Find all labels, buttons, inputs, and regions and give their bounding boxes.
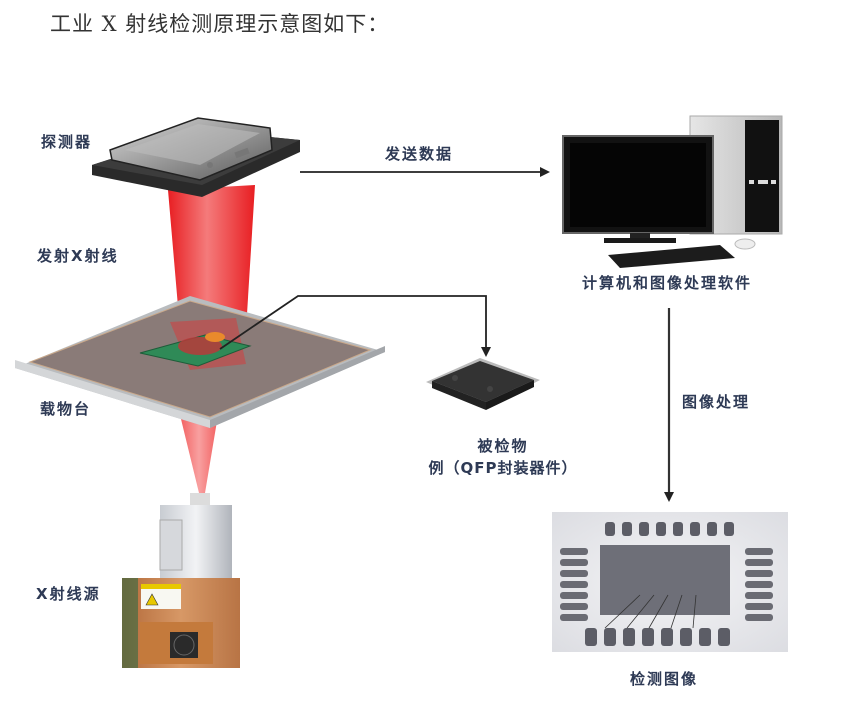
lead-pad [707,522,717,536]
lead-pad [560,559,588,566]
lead-pad [560,614,588,621]
bond-wire [648,594,669,629]
lead-pad [745,581,773,588]
lead-pad [745,592,773,599]
label-inspection-image: 检测图像 [630,670,699,688]
qfp-chip-image [426,358,540,410]
lead-pad [560,603,588,610]
lead-pad [623,628,635,646]
xray-beam-lower [180,415,218,493]
lead-pad [656,522,666,536]
lead-pad [680,628,692,646]
bond-wire [604,594,641,629]
label-send-data: 发送数据 [385,145,454,163]
xray-beam-upper [168,185,255,330]
lead-pad [745,559,773,566]
xray-source-device [122,493,240,668]
lead-pad [622,522,632,536]
label-computer: 计算机和图像处理软件 [582,274,753,292]
lead-pad [560,592,588,599]
computer-image [562,115,783,268]
lead-pad [745,603,773,610]
label-emit-xray: 发射X射线 [37,247,119,265]
label-sample-line1: 被检物 [477,437,529,455]
page-title: 工业 X 射线检测原理示意图如下： [50,12,390,36]
lead-pad [690,522,700,536]
stage-platform [15,296,385,428]
lead-pad [745,548,773,555]
lead-pad [699,628,711,646]
lead-pad [745,570,773,577]
bond-wire [692,594,697,629]
lead-pad [745,614,773,621]
inspection-xray-image [552,512,788,652]
bond-wire [670,594,683,629]
lead-pad [661,628,673,646]
lead-pad [642,628,654,646]
detector-device [92,117,300,197]
lead-pad [604,628,616,646]
label-stage: 载物台 [40,400,92,418]
lead-pad [560,570,588,577]
lead-pad [560,581,588,588]
bond-wire [626,594,655,629]
label-image-processing: 图像处理 [682,393,751,411]
sample-callout-line [219,295,491,357]
lead-pad [673,522,683,536]
label-sample-line2: 例（QFP封装器件） [428,459,578,477]
lead-pad [605,522,615,536]
lead-pad [639,522,649,536]
label-xray-source: X射线源 [36,585,101,603]
lead-pad [718,628,730,646]
lead-pad [560,548,588,555]
lead-pad [585,628,597,646]
label-detector: 探测器 [41,133,93,151]
lead-pad [724,522,734,536]
